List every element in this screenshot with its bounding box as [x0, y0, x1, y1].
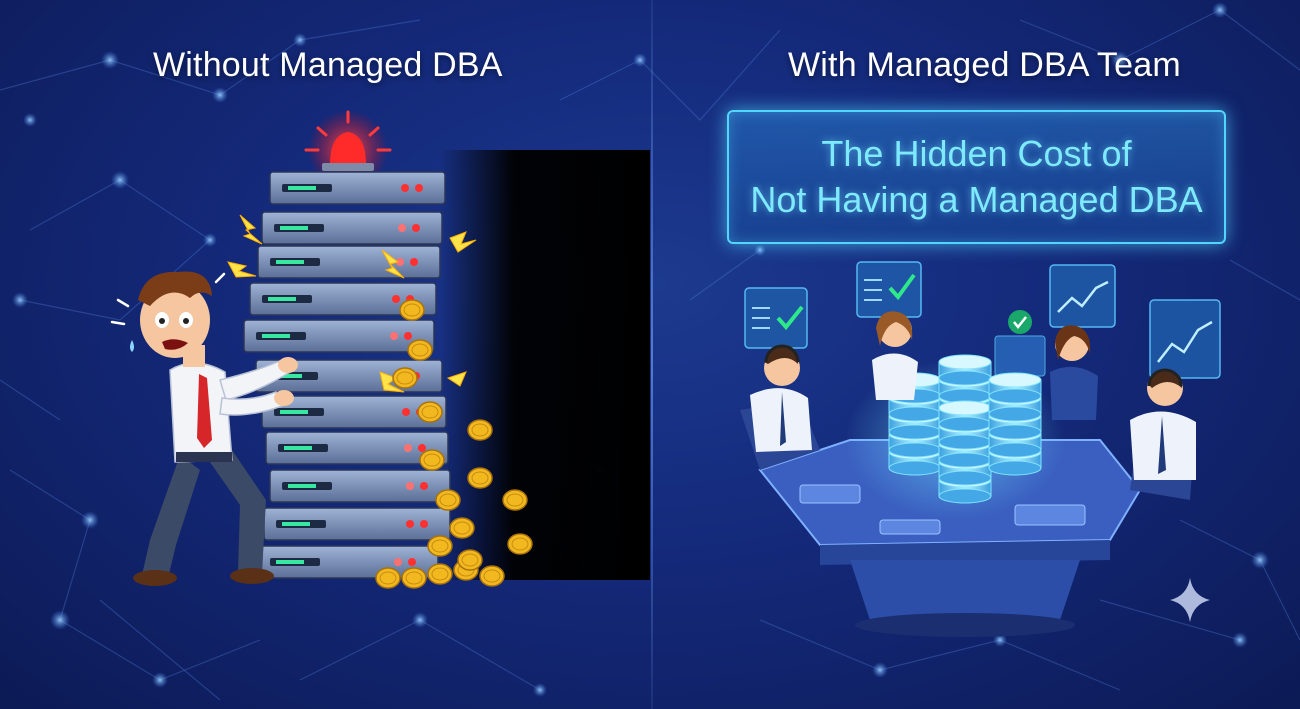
server-tower: [243, 171, 451, 579]
dark-void: [440, 150, 650, 580]
spark-icon: [227, 214, 477, 393]
coin: [467, 467, 493, 489]
coin-pile: [375, 299, 533, 589]
server-unit: [261, 211, 443, 245]
coin: [435, 489, 461, 511]
left-panel-heading: Without Managed DBA: [153, 46, 503, 84]
line-chart-icon: [1149, 299, 1221, 379]
coin: [407, 339, 433, 361]
checkmark-icon: [1008, 310, 1032, 334]
coin: [419, 449, 445, 471]
line-chart-icon: [1049, 264, 1116, 328]
sparkle-icon: [1170, 578, 1210, 622]
coin: [399, 299, 425, 321]
coin: [375, 567, 401, 589]
coin: [479, 565, 505, 587]
stressed-man-figure: [110, 271, 298, 586]
banner-line-1: The Hidden Cost of: [821, 133, 1132, 174]
coin: [392, 367, 418, 389]
team-member: [740, 344, 820, 470]
server-unit: [263, 507, 451, 541]
database-disk: [988, 372, 1042, 404]
server-unit: [269, 469, 451, 503]
server-unit: [257, 245, 441, 279]
banner-line-2: Not Having a Managed DBA: [750, 179, 1203, 220]
coin: [427, 563, 453, 585]
checkmark-icon: [744, 287, 808, 349]
server-unit: [265, 431, 449, 465]
panel-divider: [651, 0, 653, 709]
coin: [427, 535, 453, 557]
database-disk: [938, 400, 992, 432]
team-member: [872, 311, 918, 400]
coin: [401, 567, 427, 589]
team-operations-scene: [740, 261, 1221, 637]
server-unit: [243, 319, 435, 353]
right-panel-heading: With Managed DBA Team: [788, 46, 1181, 84]
coin: [449, 517, 475, 539]
server-unit: [249, 282, 437, 316]
team-member: [1130, 368, 1196, 500]
coin: [507, 533, 533, 555]
database-stack-icon: [888, 354, 1042, 504]
team-member: [1050, 325, 1098, 420]
coin: [502, 489, 528, 511]
coin: [467, 419, 493, 441]
server-unit: [269, 171, 446, 205]
checkmark-icon: [856, 261, 922, 318]
title-banner: The Hidden Cost of Not Having a Managed …: [727, 110, 1226, 244]
database-disk: [938, 354, 992, 386]
alarm-light-icon: [304, 110, 392, 190]
coin: [457, 549, 483, 571]
coin: [417, 401, 443, 423]
